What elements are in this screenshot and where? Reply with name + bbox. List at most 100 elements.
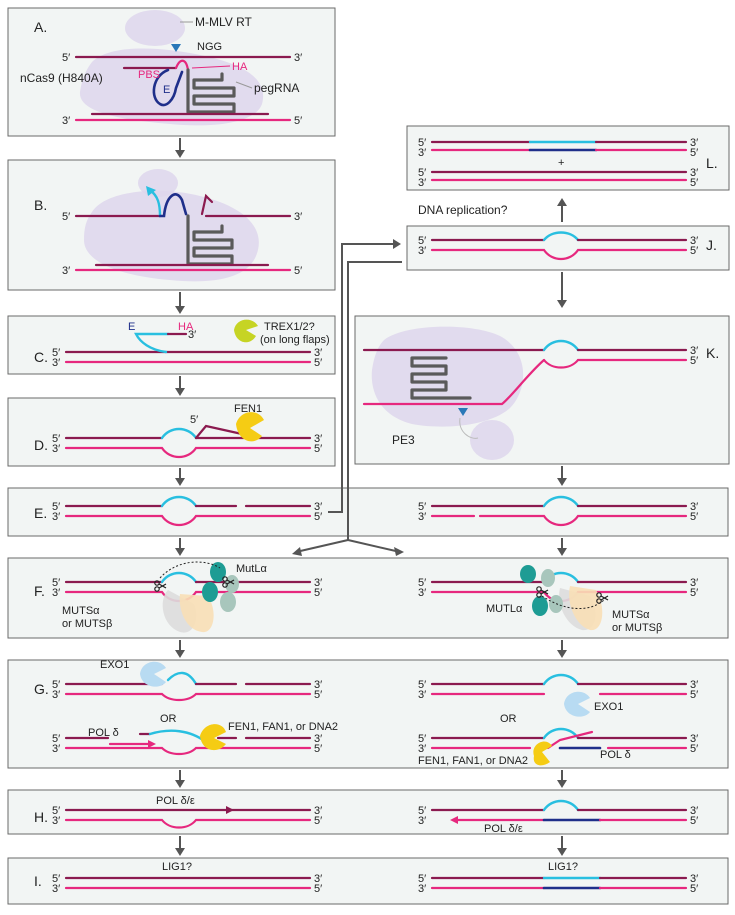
exo1-shape-right: [564, 691, 590, 717]
svg-text:(on long flaps): (on long flaps): [260, 334, 330, 346]
svg-text:E: E: [163, 84, 170, 96]
svg-text:3′: 3′: [418, 511, 426, 523]
svg-text:J.: J.: [706, 237, 717, 253]
svg-text:3′: 3′: [314, 347, 322, 359]
panel-e-left: [7, 487, 729, 537]
svg-text:5′: 5′: [52, 501, 60, 513]
svg-text:TREX1/2?: TREX1/2?: [264, 321, 315, 333]
svg-text:5′: 5′: [62, 52, 70, 64]
svg-text:3′: 3′: [418, 245, 426, 257]
panel-j-content: DNA replication? 5′ 3′ 3′ 5′ J.: [418, 203, 717, 261]
pegrna-scaffold: [186, 68, 236, 114]
svg-text:G.: G.: [34, 681, 49, 697]
svg-text:3′: 3′: [52, 883, 60, 895]
svg-text:3′: 3′: [52, 443, 60, 455]
svg-text:NGG: NGG: [197, 41, 222, 53]
svg-text:3′: 3′: [690, 679, 698, 691]
panel-f-content: F. 5′ 3′ 3′ 5′ MutLα MUTSα or MUTSβ 5′ 3…: [34, 561, 698, 634]
svg-text:3′: 3′: [690, 501, 698, 513]
svg-text:5′: 5′: [314, 443, 322, 455]
arrow-up-icon: [557, 198, 567, 206]
panel-c-content: C. 5′ 3′ 3′ 5′ E HA 3′ TREX1/2? (on long…: [34, 319, 330, 369]
svg-text:B.: B.: [34, 197, 47, 213]
svg-text:3′: 3′: [690, 167, 698, 179]
svg-text:5′: 5′: [418, 577, 426, 589]
svg-text:5′: 5′: [314, 743, 322, 755]
svg-text:D.: D.: [34, 437, 48, 453]
panel-i: [7, 857, 729, 905]
panel-h: [7, 789, 729, 835]
svg-text:5′: 5′: [690, 245, 698, 257]
svg-text:FEN1, FAN1, or DNA2: FEN1, FAN1, or DNA2: [418, 755, 528, 767]
panel-a-content: A. M-MLV RT 5′ 3′ NGG PBS HA E nCas9 (H8…: [20, 10, 302, 127]
svg-text:5′: 5′: [52, 805, 60, 817]
svg-text:5′: 5′: [418, 167, 426, 179]
svg-text:LIG1?: LIG1?: [162, 861, 192, 873]
svg-text:MUTLα: MUTLα: [486, 603, 523, 615]
svg-text:5′: 5′: [418, 805, 426, 817]
svg-text:5′: 5′: [690, 883, 698, 895]
svg-text:3′: 3′: [314, 679, 322, 691]
svg-text:3′: 3′: [418, 743, 426, 755]
svg-text:PE3: PE3: [392, 433, 415, 447]
svg-text:or MUTSβ: or MUTSβ: [62, 618, 112, 630]
svg-text:3′: 3′: [418, 815, 426, 827]
svg-text:POL δ/ε: POL δ/ε: [484, 823, 523, 835]
svg-text:POL δ: POL δ: [88, 727, 119, 739]
panel-a-label: A.: [34, 19, 47, 35]
svg-text:5′: 5′: [52, 347, 60, 359]
fen1-shape: [236, 412, 264, 442]
svg-text:3′: 3′: [418, 147, 426, 159]
svg-text:5′: 5′: [314, 587, 322, 599]
svg-text:3′: 3′: [294, 52, 302, 64]
svg-text:3′: 3′: [52, 743, 60, 755]
panel-e-content: E. 5′ 3′ 3′ 5′ 5′ 3′ 3′ 5′: [34, 495, 698, 527]
svg-text:3′: 3′: [314, 733, 322, 745]
svg-text:3′: 3′: [314, 577, 322, 589]
svg-text:POL δ/ε: POL δ/ε: [156, 795, 195, 807]
panel-f: [7, 557, 729, 639]
svg-text:5′: 5′: [418, 137, 426, 149]
nick-triangle-icon: [171, 44, 181, 52]
svg-text:C.: C.: [34, 349, 48, 365]
svg-text:5′: 5′: [314, 689, 322, 701]
svg-text:3′: 3′: [690, 345, 698, 357]
svg-text:3′: 3′: [62, 115, 70, 127]
svg-text:3′: 3′: [690, 235, 698, 247]
svg-text:5′: 5′: [314, 815, 322, 827]
svg-text:3′: 3′: [294, 211, 302, 223]
svg-text:5′: 5′: [294, 115, 302, 127]
panel-i-content: I. 5′ 3′ 3′ 5′ LIG1? 5′ 3′ 3′ 5′ LIG1?: [34, 861, 698, 895]
svg-text:HA: HA: [232, 61, 248, 73]
svg-text:3′: 3′: [52, 511, 60, 523]
svg-text:MUTSα: MUTSα: [612, 609, 650, 621]
svg-text:3′: 3′: [188, 329, 196, 341]
rt-label: M-MLV RT: [195, 15, 253, 29]
svg-text:5′: 5′: [690, 177, 698, 189]
svg-text:HA: HA: [178, 321, 194, 333]
panel-k-content: 3′ 5′ K. PE3: [362, 326, 719, 460]
svg-text:3′: 3′: [314, 501, 322, 513]
svg-text:5′: 5′: [314, 511, 322, 523]
svg-text:FEN1: FEN1: [234, 403, 262, 415]
svg-text:5′: 5′: [418, 235, 426, 247]
svg-text:3′: 3′: [52, 815, 60, 827]
flow-arrows-right: [557, 198, 567, 856]
svg-text:3′: 3′: [314, 805, 322, 817]
svg-text:3′: 3′: [418, 587, 426, 599]
svg-text:5′: 5′: [690, 147, 698, 159]
svg-text:5′: 5′: [690, 743, 698, 755]
svg-text:L.: L.: [706, 155, 718, 171]
svg-text:5′: 5′: [418, 873, 426, 885]
svg-text:5′: 5′: [62, 211, 70, 223]
svg-text:5′: 5′: [690, 511, 698, 523]
exo1-shape: [140, 661, 166, 687]
svg-text:5′: 5′: [52, 679, 60, 691]
svg-text:3′: 3′: [52, 689, 60, 701]
svg-text:MUTSα: MUTSα: [62, 605, 100, 617]
svg-text:I.: I.: [34, 873, 42, 889]
svg-text:pegRNA: pegRNA: [254, 81, 299, 95]
panel-h-content: H. 5′ 3′ 3′ 5′ POL δ/ε 5′ 3′ 3′ 5′ POL δ…: [34, 795, 698, 835]
panel-g: [7, 659, 729, 769]
